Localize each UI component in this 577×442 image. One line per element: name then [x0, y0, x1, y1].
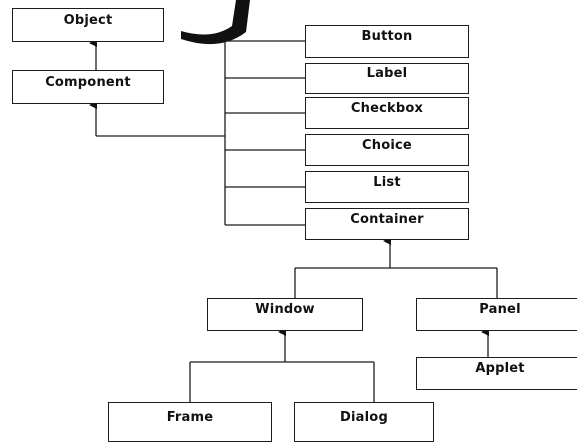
class-hierarchy-diagram: Object Component Button Label Checkbox C… — [12, 0, 577, 442]
panel-label: Panel — [479, 302, 521, 317]
list-node: List — [305, 171, 469, 203]
button-label: Button — [361, 29, 413, 44]
choice-node: Choice — [305, 134, 469, 166]
component-label: Component — [45, 74, 131, 90]
button-node: Button — [305, 25, 469, 58]
component-node: Component — [12, 70, 164, 104]
container-node: Container — [305, 208, 469, 240]
choice-label: Choice — [362, 137, 412, 153]
object-node: Object — [12, 8, 164, 42]
applet-label: Applet — [475, 361, 525, 376]
object-label: Object — [63, 12, 113, 28]
checkbox-label: Checkbox — [350, 100, 424, 116]
dialog-label: Dialog — [340, 409, 388, 425]
container-label: Container — [350, 211, 424, 227]
window-node: Window — [207, 298, 363, 331]
list-label: List — [373, 174, 401, 190]
window-label: Window — [255, 302, 315, 317]
panel-node: Panel — [416, 298, 577, 331]
connector-layer — [89, 0, 498, 402]
applet-node: Applet — [416, 357, 577, 390]
checkbox-node: Checkbox — [305, 97, 469, 129]
label-node: Label — [305, 63, 469, 94]
frame-label: Frame — [166, 409, 214, 425]
label-label: Label — [366, 66, 408, 81]
frame-node: Frame — [108, 402, 272, 442]
watermark-swoosh — [181, 0, 250, 45]
dialog-node: Dialog — [294, 402, 434, 442]
